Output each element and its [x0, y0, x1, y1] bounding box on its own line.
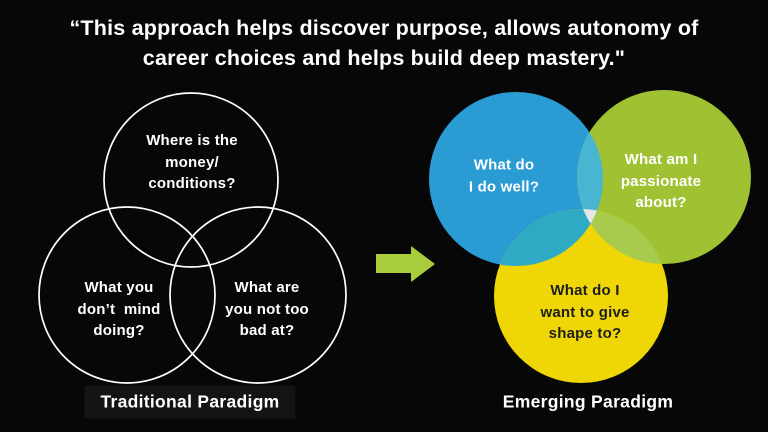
quote-title: “This approach helps discover purpose, a…	[69, 16, 699, 70]
traditional-venn	[38, 92, 347, 384]
label-dont-mind: What you don’t mind doing?	[77, 278, 161, 339]
caption-emerging-paradigm: Emerging Paradigm	[502, 391, 674, 412]
traditional-circle-money	[103, 92, 279, 268]
emerging-venn	[429, 90, 751, 383]
traditional-circle-not-too-bad	[169, 206, 347, 384]
label-not-too-bad: What are you not too bad at?	[225, 278, 309, 339]
label-do-well: What do I do well?	[468, 156, 540, 196]
label-money-conditions: Where is the money/ conditions?	[146, 131, 238, 192]
right-arrow-icon	[376, 246, 435, 282]
label-passionate: What am I passionate about?	[620, 150, 702, 211]
overlap-green-yellow	[577, 209, 668, 264]
traditional-circle-dont-mind	[38, 206, 216, 384]
label-give-shape: What do I want to give shape to?	[540, 281, 630, 342]
caption-traditional-paradigm: Traditional Paradigm	[84, 385, 296, 419]
overlap-blue-yellow	[494, 209, 603, 266]
